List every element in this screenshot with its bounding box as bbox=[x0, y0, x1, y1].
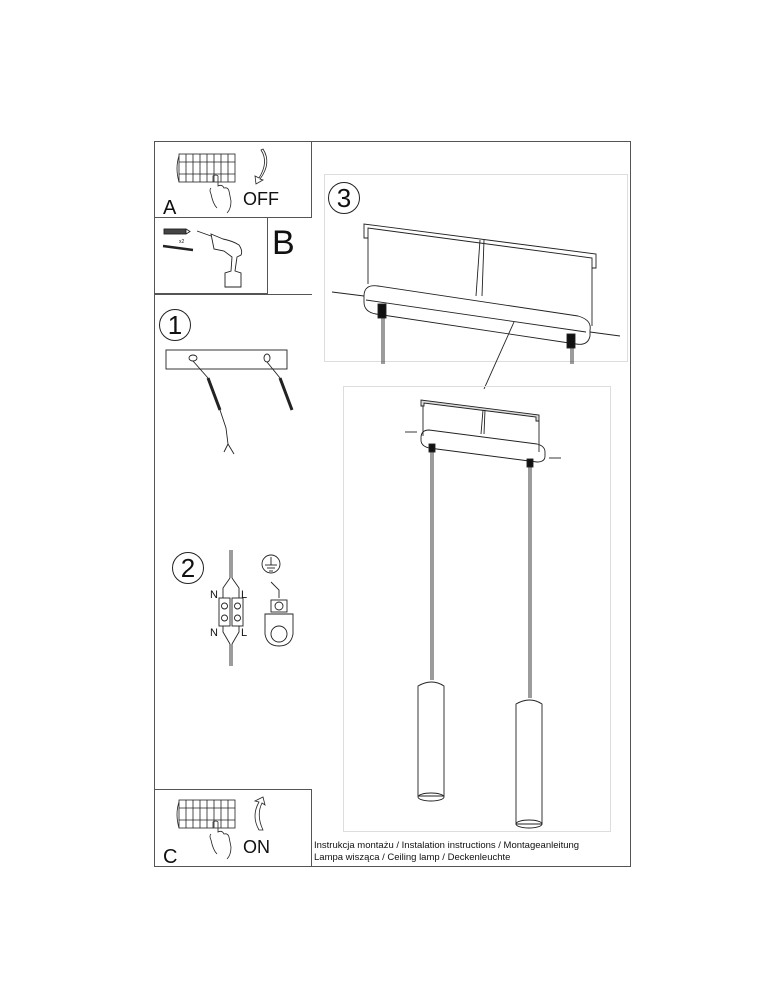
panel-b-tools: x2 bbox=[154, 217, 268, 294]
panel-c-power-on: C ON bbox=[154, 789, 312, 867]
wire-label-neutral-bottom: N bbox=[210, 627, 218, 639]
quantity-label: x2 bbox=[179, 239, 185, 245]
pendant-lamp-assembly-diagram bbox=[405, 399, 561, 829]
wire-label-live-bottom: L bbox=[241, 627, 248, 639]
step-1-badge: 1 bbox=[159, 309, 191, 341]
wall-plug-and-drill-icon bbox=[162, 228, 243, 288]
circuit-breaker-off-icon bbox=[176, 148, 268, 214]
circuit-breaker-on-icon bbox=[176, 796, 266, 860]
panel-a-letter: A bbox=[163, 197, 177, 219]
wire-label-live-top: L bbox=[241, 589, 248, 601]
panel-b-letter: B bbox=[272, 224, 295, 262]
canopy-mounting-detail-diagram bbox=[331, 223, 621, 390]
panel-a-power-off: A OFF bbox=[154, 141, 312, 218]
ground-symbol-icon bbox=[261, 554, 294, 647]
ceiling-drill-and-dowel-diagram bbox=[165, 349, 294, 455]
power-on-label: ON bbox=[243, 837, 270, 857]
panel-c-letter: C bbox=[163, 846, 178, 868]
divider bbox=[154, 294, 312, 295]
power-off-label: OFF bbox=[243, 189, 279, 209]
step-3-detail-panel bbox=[324, 174, 628, 362]
step-3-badge: 3 bbox=[328, 182, 360, 214]
wire-label-neutral-top: N bbox=[210, 589, 218, 601]
step-3-assembled-lamp-panel bbox=[343, 386, 611, 832]
instruction-sheet-frame bbox=[154, 141, 631, 867]
caption-product-name: Lampa wisząca / Ceiling lamp / Deckenleu… bbox=[314, 852, 511, 863]
step-2-badge: 2 bbox=[172, 552, 204, 584]
caption-instructions-title: Instrukcja montażu / Instalation instruc… bbox=[314, 840, 580, 851]
wiring-terminal-diagram bbox=[218, 550, 294, 666]
